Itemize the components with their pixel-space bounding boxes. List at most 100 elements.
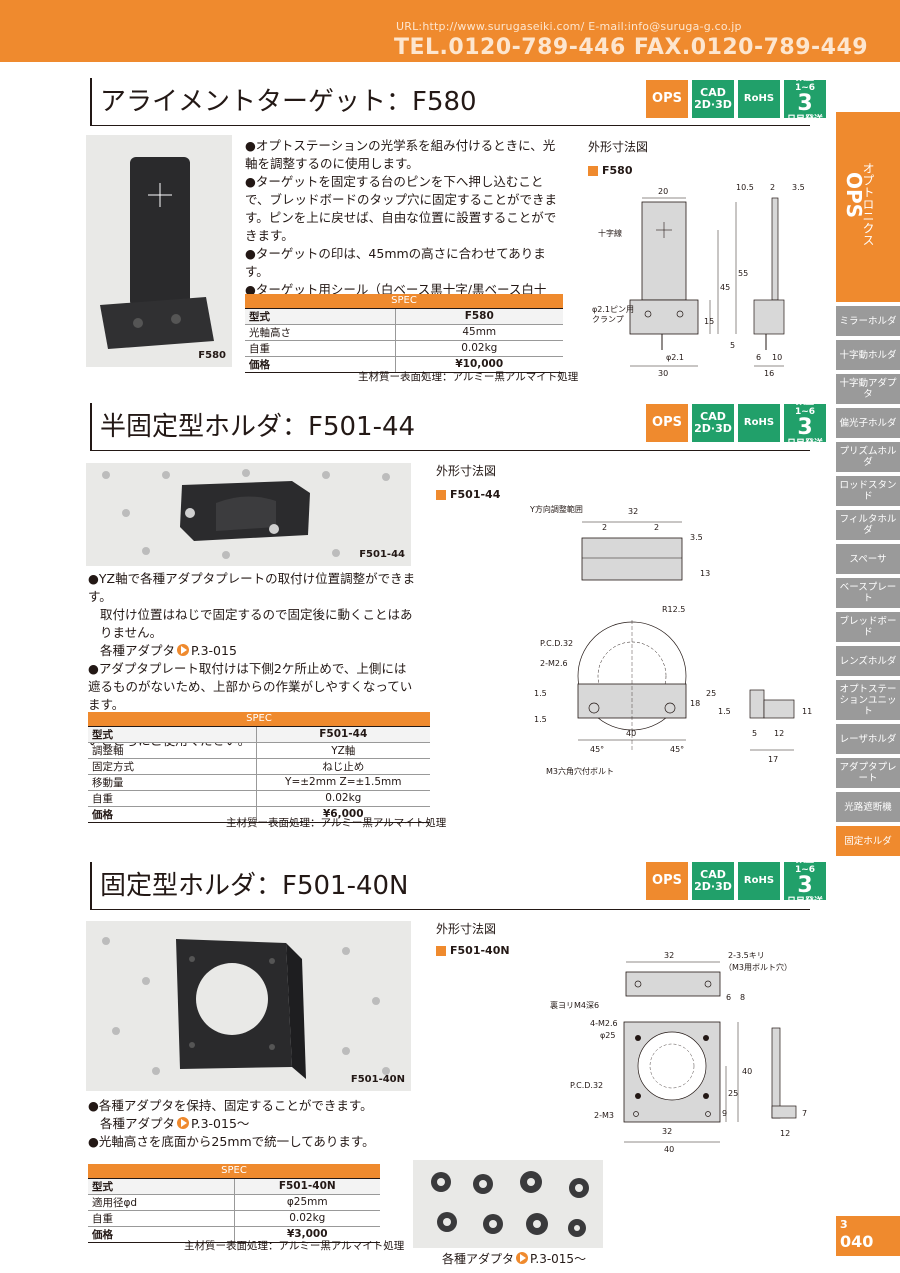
ops-badge: OPS [646,862,688,900]
dim-label: 2 [770,183,775,192]
sidebar-item-laser-holder[interactable]: レーザホルダ [836,724,900,754]
material-note: 主材質ー表面処理：アルミー黒アルマイト処理 [184,1240,405,1252]
spec-key: 価格 [245,356,395,373]
dim-label: 2-M3 [594,1111,614,1120]
dim-label: 7 [802,1109,807,1118]
material-note: 主材質ー表面処理：アルミー黒アルマイト処理 [358,371,579,383]
ops-badge: OPS [646,80,688,118]
sidebar-item-prism-holder[interactable]: プリズムホルダ [836,442,900,472]
sidebar-item-polarizer-holder[interactable]: 偏光子ホルダ [836,408,900,438]
arrow-right-icon [177,644,190,656]
drawing-title: 外形寸法図 [588,140,649,154]
arrow-right-icon [177,1117,190,1129]
header-url: URL:http://www.surugaseiki.com/ E-mail:i… [396,20,742,33]
bullet: ●光軸高さを底面から25mmで統一してあります。 [88,1134,375,1149]
sidebar-item-fixed-holder[interactable]: 固定ホルダ [836,826,900,856]
days-top: 数量 [795,855,814,865]
bullet: ●ターゲットの印は、45mmの高さに合わせてあります。 [245,246,546,279]
dim-label: 40 [626,729,636,738]
target-illustration [100,157,214,349]
days-range: 1~6 [794,83,816,93]
days-num: 3 [797,91,813,116]
dim-label: 32 [628,507,638,516]
dim-label: 3.5 [690,533,703,542]
adaptor-page-link[interactable]: P.3-015～ [191,1116,250,1131]
bullet: ●アダプタプレート取付けは下側2ケ所止めで、上側には遮るものがないため、上部から… [88,661,413,712]
sidebar-item-opt-station-unit[interactable]: オプトステーションユニット [836,680,900,720]
sidebar-category-text: オプトロニクス [836,122,900,250]
spec-key: 自重 [88,790,256,807]
spec-key: 型式 [88,1177,234,1195]
spec-key: 型式 [245,307,395,325]
title-rule [90,909,810,910]
sidebar-item-breadboard[interactable]: ブレッドボード [836,612,900,642]
dim-label: 25 [728,1089,738,1098]
dim-label: 45° [670,745,684,754]
spec-value: Y=±2mm Z=±1.5mm [255,774,430,791]
days-label: 日目発送 [786,439,823,449]
page-number: 040 [840,1232,874,1251]
adaptor-page-link[interactable]: P.3-015 [191,643,237,658]
sidebar-item-adapter-plate[interactable]: アダプタプレート [836,758,900,788]
drawing-title: 外形寸法図 [436,464,497,478]
bullets-f580: ●オプトステーションの光学系を組み付けるときに、光軸を調整するのに使用します。 … [245,137,563,317]
spec-value: 45mm [394,324,563,341]
spec-value: φ25mm [233,1194,380,1211]
dim-label: 45 [720,283,730,292]
sidebar-item-spacer[interactable]: スペーサ [836,544,900,574]
dim-label: 裏ヨリM4深6 [550,1000,599,1010]
spec-header: SPEC [88,712,430,726]
product-photo-f501-44: F501-44 [86,463,411,566]
title-rule [90,450,810,451]
spec-value: 0.02kg [255,790,430,807]
dim-label: 1.5 [718,707,731,716]
drawing-tag: F580 [588,164,632,177]
dim-label: 45° [590,745,604,754]
sidebar-item-mirror-holder[interactable]: ミラーホルダ [836,306,900,336]
section-title-f501-44: 半固定型ホルダ：F501-44 [90,403,415,451]
rohs-badge: RoHS [738,862,780,900]
sidebar-item-filter-holder[interactable]: フィルタホルダ [836,510,900,540]
sidebar-item-shutter[interactable]: 光路遮断機 [836,792,900,822]
adaptor-caption-link[interactable]: P.3-015～ [530,1252,587,1266]
bullet: 取付け位置はねじで固定するので固定後に動くことはありません。 [100,607,413,640]
spec-key: 光軸高さ [245,324,395,341]
sidebar-item-rod-stand[interactable]: ロッドスタンド [836,476,900,506]
dim-label: 6 [756,353,761,362]
sidebar-item-lens-holder[interactable]: レンズホルダ [836,646,900,676]
drawing-title: 外形寸法図 [436,922,497,936]
spec-header: SPEC [245,294,563,308]
sidebar-item-cross-holder[interactable]: 十字動ホルダ [836,340,900,370]
dim-label: 12 [774,729,784,738]
photo-caption: F580 [198,350,226,361]
dim-label: 2 [602,523,607,532]
sidebar-item-cross-adapter[interactable]: 十字動アダプタ [836,374,900,404]
product-photo-f501-40n: F501-40N [86,921,411,1091]
sidebar-item-base-plate[interactable]: ベースプレート [836,578,900,608]
adaptors-illustration [431,1171,589,1237]
dim-label: φ2.1 [666,353,684,362]
dim-label: 13 [700,569,710,578]
dim-label: P.C.D.32 [540,639,573,648]
dim-label: 55 [738,269,748,278]
dim-label: 3.5 [792,183,805,192]
days-num: 3 [797,415,813,440]
dim-label: 40 [742,1067,752,1076]
rohs-badge: RoHS [738,404,780,442]
dim-label: 1.5 [534,715,547,724]
dim-label: 9 [722,1109,727,1118]
dim-label: 2 [654,523,659,532]
category-small: オプトロニクス [861,162,875,246]
dim-label: 11 [802,707,812,716]
spec-value: YZ軸 [255,742,430,759]
adaptors-photo [413,1160,603,1248]
days-range: 1~6 [794,407,816,417]
days-top: 数量 [795,73,814,83]
